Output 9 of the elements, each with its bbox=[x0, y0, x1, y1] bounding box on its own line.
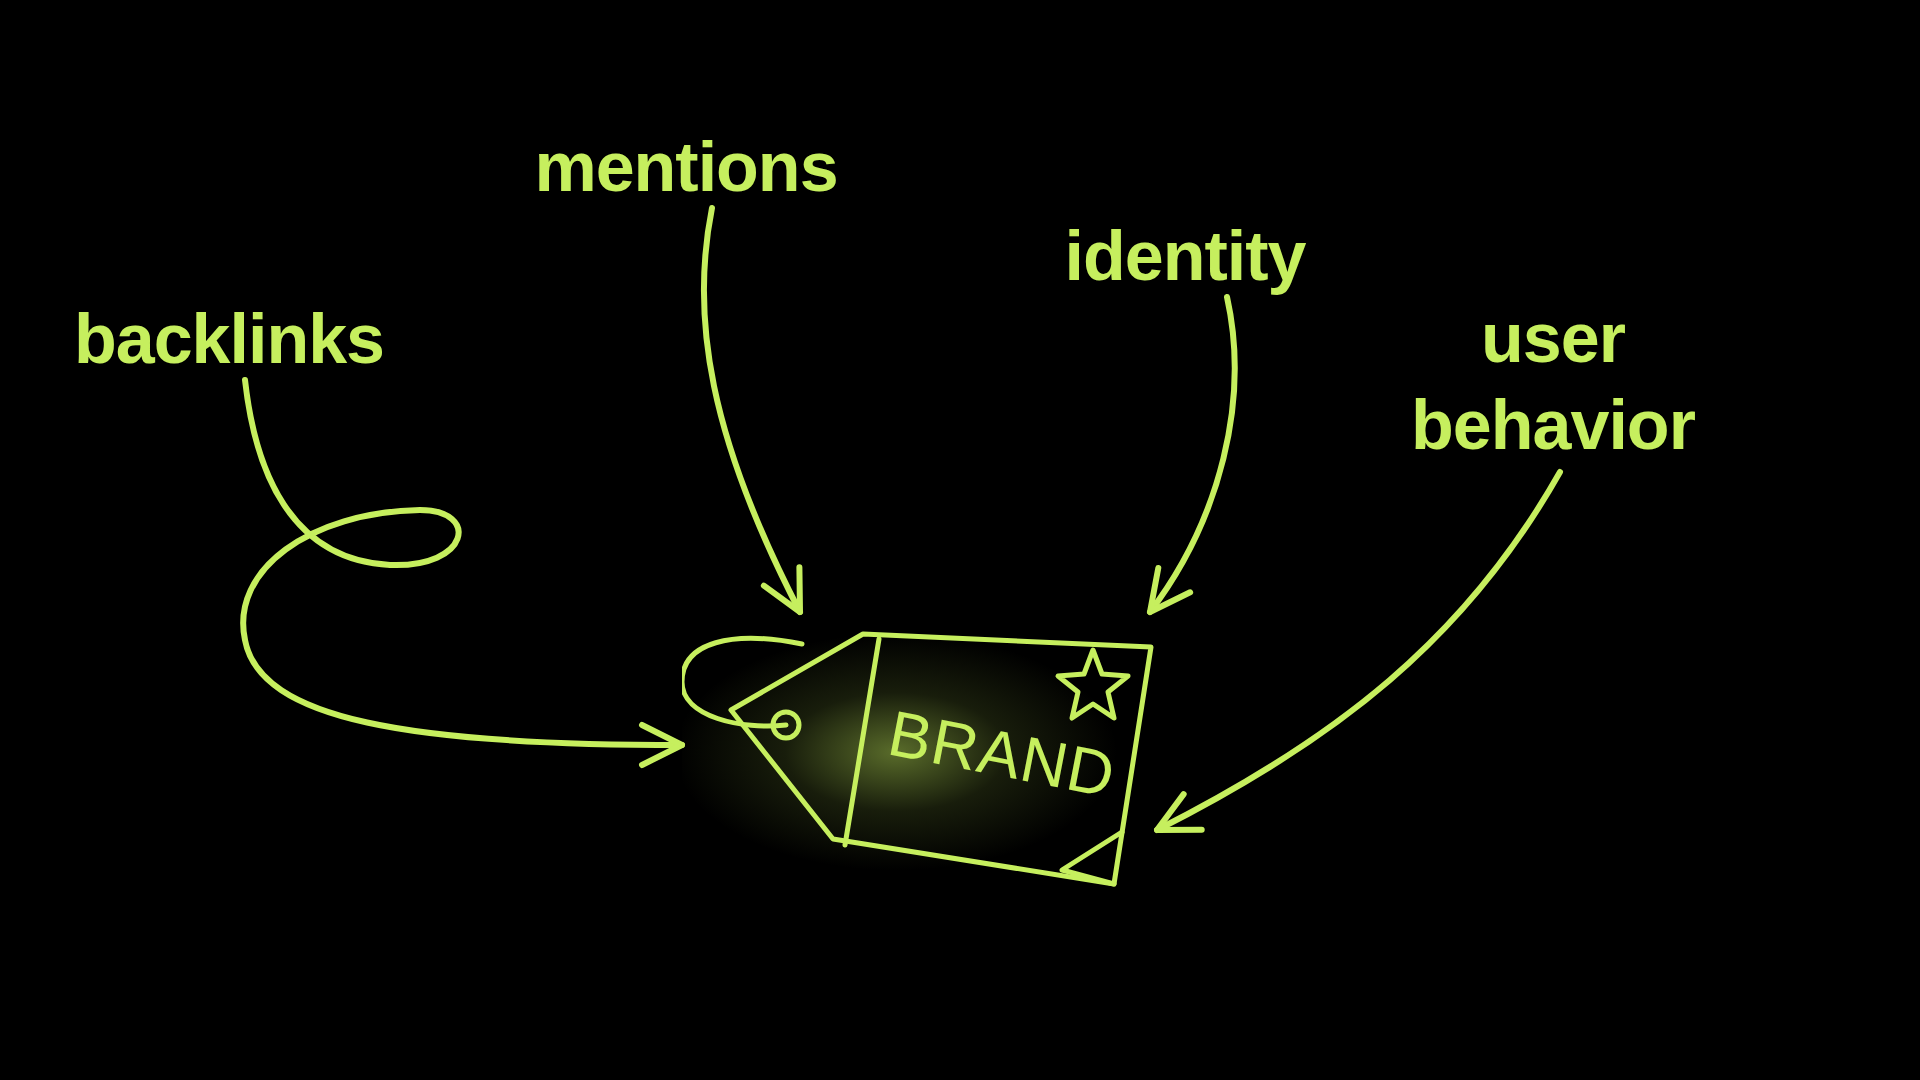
curved-arrow bbox=[1147, 294, 1238, 615]
keyword-label: user behavior bbox=[1410, 297, 1696, 466]
curved-arrow bbox=[1154, 469, 1563, 833]
keyword-label: backlinks bbox=[73, 299, 385, 381]
curved-arrow bbox=[240, 377, 685, 768]
keyword-label: mentions bbox=[534, 127, 838, 209]
keyword-label: identity bbox=[1064, 216, 1306, 298]
tag-text: BRAND bbox=[882, 695, 1122, 813]
curved-arrow bbox=[700, 205, 804, 615]
